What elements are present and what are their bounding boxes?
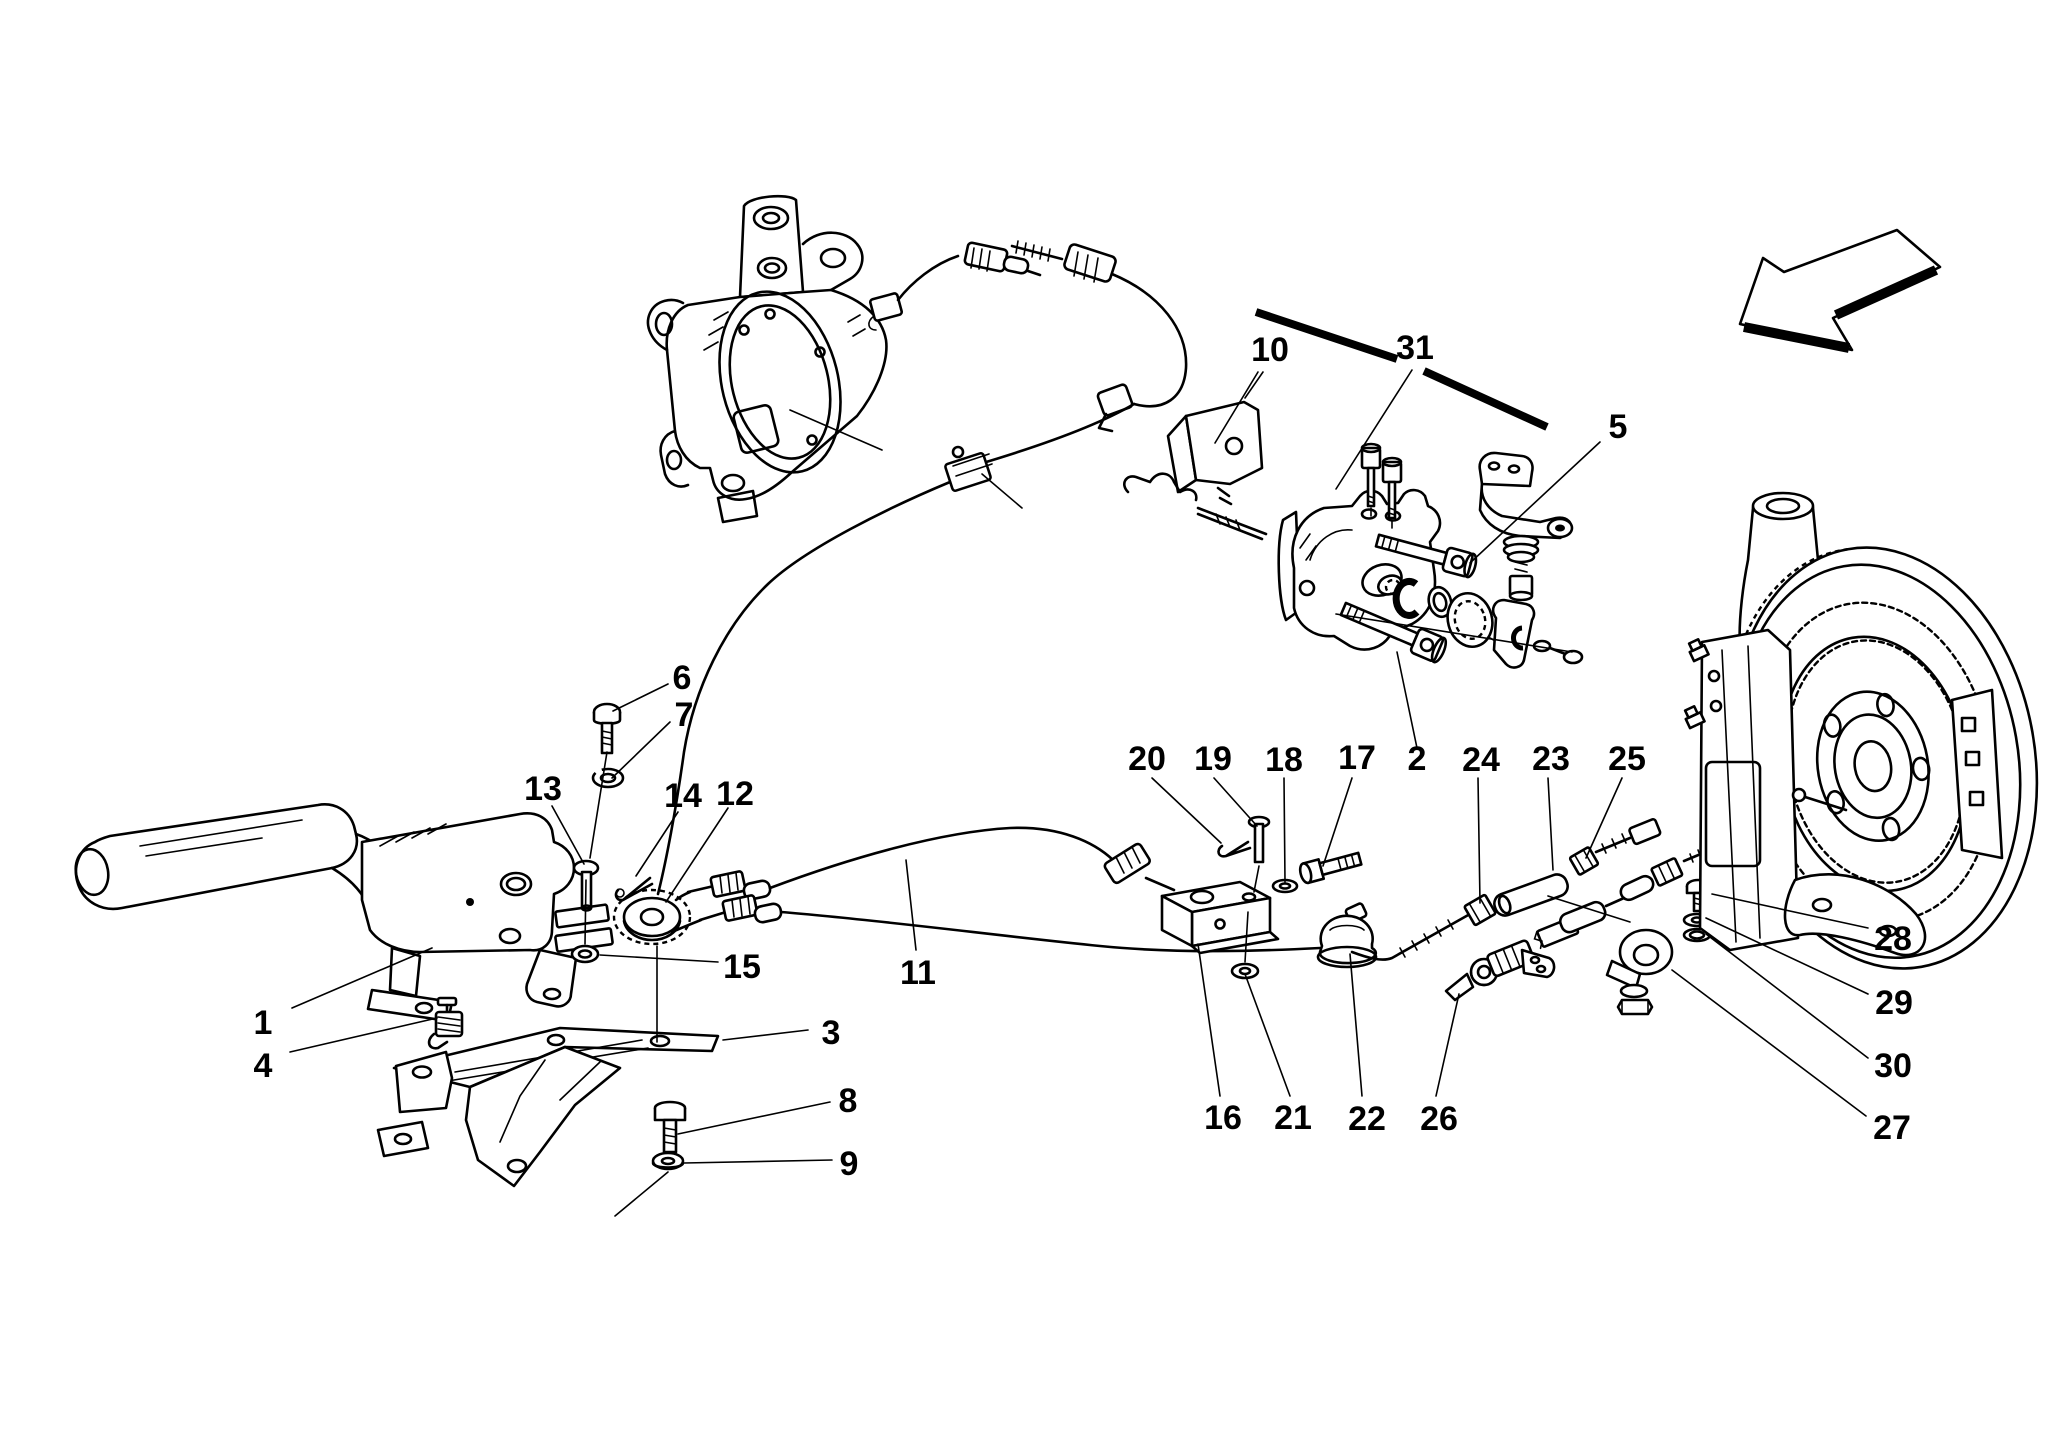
mounting-bracket — [376, 1026, 720, 1188]
callout-22: 22 — [1348, 1100, 1386, 1138]
callout-17: 17 — [1338, 739, 1376, 777]
callout-11: 11 — [900, 954, 936, 992]
callout-2: 2 — [1408, 740, 1427, 778]
callout-10: 10 — [1251, 331, 1289, 369]
callout-4: 4 — [254, 1047, 273, 1085]
callout-27: 27 — [1873, 1109, 1911, 1147]
rear-cable-run — [1350, 818, 1780, 1016]
callout-13: 13 — [524, 770, 562, 808]
front-cable-upper-run — [656, 240, 1188, 896]
callout-31: 31 — [1396, 329, 1434, 367]
callout-20: 20 — [1128, 740, 1166, 778]
callout-30: 30 — [1874, 1047, 1912, 1085]
callout-16: 16 — [1204, 1099, 1242, 1137]
callout-29: 29 — [1875, 984, 1913, 1022]
callouts: 1 2 3 4 5 6 7 8 9 10 11 12 13 14 15 16 1… — [254, 329, 1913, 1183]
callout-15: 15 — [723, 948, 761, 986]
handbrake-lever — [74, 803, 614, 1050]
pad-wear-sensor-cable — [868, 241, 1042, 331]
callout-19: 19 — [1194, 740, 1232, 778]
callout-26: 26 — [1420, 1100, 1458, 1138]
callout-3: 3 — [822, 1014, 841, 1052]
callout-5: 5 — [1609, 408, 1628, 446]
callout-24: 24 — [1462, 741, 1500, 779]
construction-lines — [584, 409, 1631, 1217]
callout-9: 9 — [840, 1145, 859, 1183]
callout-25: 25 — [1608, 740, 1646, 778]
callout-1: 1 — [254, 1004, 273, 1042]
steering-knuckle — [646, 194, 888, 524]
callout-28: 28 — [1874, 920, 1912, 958]
callout-14: 14 — [664, 777, 702, 815]
callout-7: 7 — [675, 696, 694, 734]
brake-caliper-exploded — [1123, 308, 1584, 669]
callout-12: 12 — [716, 775, 754, 813]
callout-21: 21 — [1274, 1099, 1312, 1137]
equalizer-bracket-assembly — [1160, 815, 1378, 980]
leader-lines — [289, 369, 1869, 1164]
cables-to-equalizer — [670, 826, 1322, 953]
lever-fasteners — [570, 702, 692, 964]
callout-23: 23 — [1532, 740, 1570, 778]
callout-6: 6 — [673, 659, 692, 697]
callout-18: 18 — [1265, 741, 1303, 779]
direction-arrow-icon — [1738, 228, 1942, 353]
callout-8: 8 — [839, 1082, 858, 1120]
brake-disc-assembly — [1683, 491, 2039, 970]
